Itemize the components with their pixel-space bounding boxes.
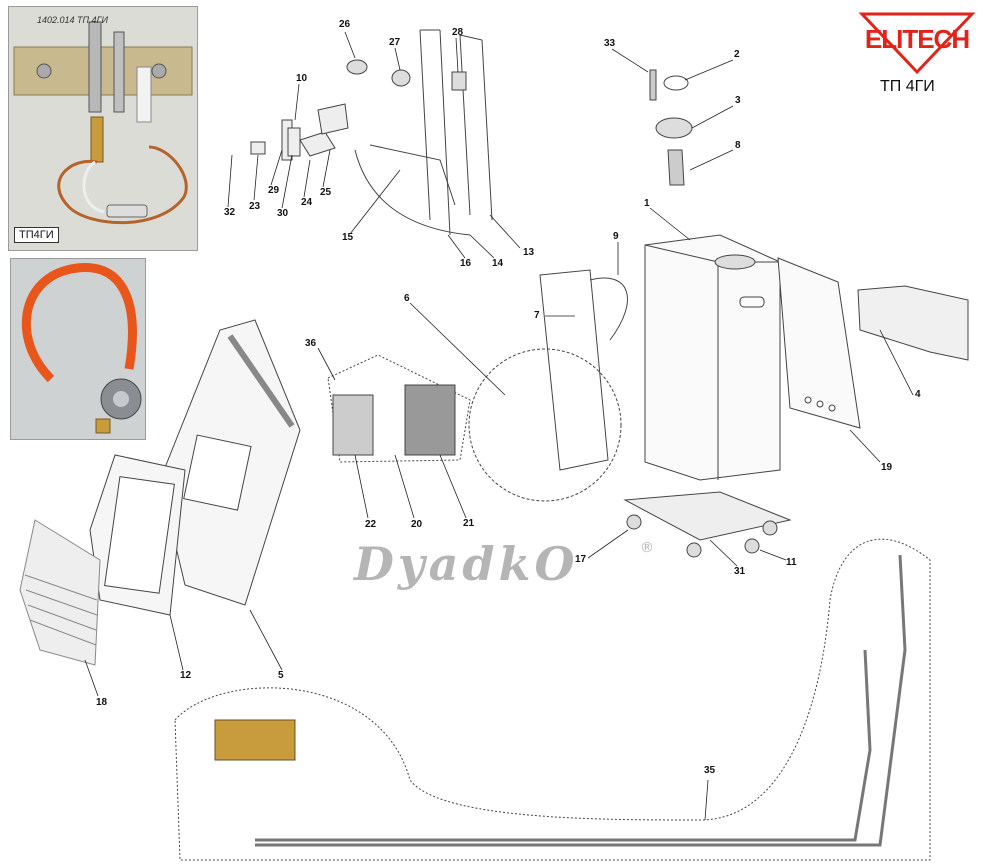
valve-photo-drawing bbox=[9, 7, 197, 250]
grille bbox=[19, 519, 101, 666]
callout-13: 13 bbox=[523, 247, 535, 258]
handle bbox=[857, 285, 969, 361]
base-plate bbox=[623, 491, 792, 541]
callout-30: 30 bbox=[277, 208, 289, 219]
part-26 bbox=[346, 59, 368, 75]
wheel bbox=[626, 514, 642, 530]
model-name: ТП 4ГИ bbox=[880, 78, 935, 95]
callout-23: 23 bbox=[249, 201, 261, 212]
brand-logo: ELITECH ТП 4ГИ bbox=[858, 10, 976, 100]
part-3 bbox=[655, 117, 693, 139]
brand-name: ELITECH bbox=[864, 24, 970, 54]
callout-17: 17 bbox=[575, 554, 587, 565]
callout-4: 4 bbox=[915, 389, 921, 400]
callout-28: 28 bbox=[452, 27, 464, 38]
part-24 bbox=[299, 131, 336, 157]
callout-20: 20 bbox=[411, 519, 423, 530]
valve-scribble: 1402.014 ТП.4ГИ bbox=[37, 15, 108, 25]
callout-16: 16 bbox=[460, 258, 472, 269]
part-22 bbox=[332, 394, 374, 456]
frame-base bbox=[354, 144, 471, 236]
callout-10: 10 bbox=[296, 73, 308, 84]
brand-triangle-icon bbox=[858, 12, 976, 75]
watermark-registered: ® bbox=[640, 540, 654, 556]
callout-2: 2 bbox=[734, 49, 740, 60]
part-27 bbox=[391, 69, 411, 87]
callout-11: 11 bbox=[786, 557, 797, 568]
gas-valve bbox=[214, 719, 296, 761]
watermark: DyadkO bbox=[354, 537, 579, 591]
part-30 bbox=[287, 127, 301, 157]
callout-14: 14 bbox=[492, 258, 504, 269]
callout-18: 18 bbox=[96, 697, 108, 708]
part-33 bbox=[649, 69, 657, 101]
callout-24: 24 bbox=[301, 197, 313, 208]
callout-27: 27 bbox=[389, 37, 401, 48]
callout-15: 15 bbox=[342, 232, 354, 243]
callout-29: 29 bbox=[268, 185, 280, 196]
callout-26: 26 bbox=[339, 19, 351, 30]
part-21 bbox=[404, 384, 456, 456]
frame-leg-right bbox=[459, 34, 493, 221]
wheel bbox=[686, 542, 702, 558]
burner-frame bbox=[539, 269, 609, 471]
callout-8: 8 bbox=[735, 140, 741, 151]
hose-photo-drawing bbox=[11, 259, 145, 439]
back-panel bbox=[777, 257, 861, 429]
callout-9: 9 bbox=[613, 231, 619, 242]
callout-7: 7 bbox=[534, 310, 540, 321]
wheel bbox=[744, 538, 760, 554]
callout-32: 32 bbox=[224, 207, 236, 218]
valve-photo-label: ТП4ГИ bbox=[14, 227, 59, 243]
detail-circle bbox=[468, 348, 622, 502]
callouts: 1 2 3 4 5 6 7 8 9 10 11 12 13 14 15 16 1… bbox=[96, 19, 921, 776]
callout-33: 33 bbox=[604, 38, 616, 49]
part-23 bbox=[250, 141, 266, 155]
callout-5: 5 bbox=[278, 670, 284, 681]
frame-leg-left bbox=[419, 29, 451, 236]
callout-3: 3 bbox=[735, 95, 741, 106]
callout-35: 35 bbox=[704, 765, 716, 776]
callout-19: 19 bbox=[881, 462, 893, 473]
callout-25: 25 bbox=[320, 187, 332, 198]
callout-36: 36 bbox=[305, 338, 317, 349]
wheel bbox=[762, 520, 778, 536]
callout-31: 31 bbox=[734, 566, 746, 577]
callout-6: 6 bbox=[404, 293, 410, 304]
part-28 bbox=[451, 71, 467, 91]
part-25 bbox=[317, 103, 349, 135]
leader-lines bbox=[84, 31, 914, 821]
callout-22: 22 bbox=[365, 519, 377, 530]
callout-12: 12 bbox=[180, 670, 192, 681]
part-2 bbox=[663, 75, 689, 91]
callout-1: 1 bbox=[644, 198, 650, 209]
hose-photo bbox=[10, 258, 146, 440]
cabinet-body bbox=[644, 234, 781, 481]
gas-pipe bbox=[174, 538, 931, 861]
callout-21: 21 bbox=[463, 518, 475, 529]
valve-photo: 1402.014 ТП.4ГИ ТП4ГИ bbox=[8, 6, 198, 251]
part-8 bbox=[667, 149, 685, 186]
